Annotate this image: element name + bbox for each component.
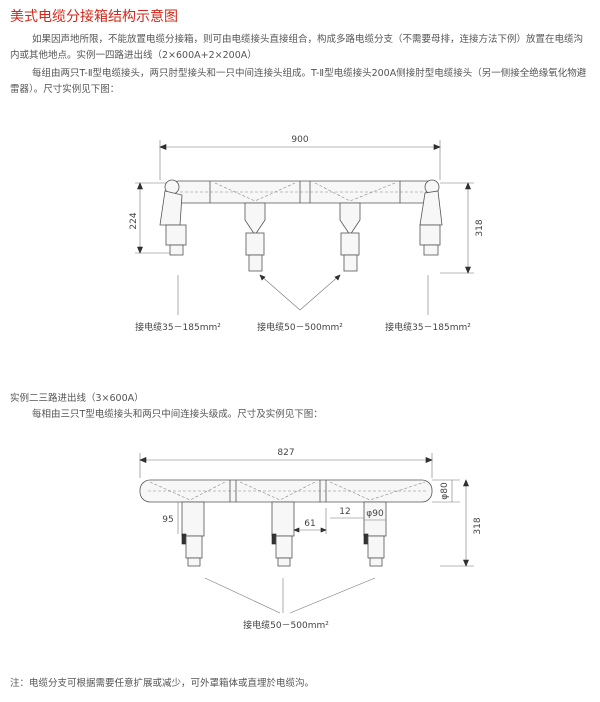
intro-paragraph: 如果因声地所限，不能放置电缆分接箱，则可由电缆接头直接组合，构成多路电缆分支（不…	[10, 32, 592, 64]
example1-paragraph: 每组由两只T-Ⅱ型电缆接头，两只肘型接头和一只中间连接头组成。T-Ⅱ型电缆接头2…	[10, 66, 592, 98]
dim-width-900: 900	[291, 135, 308, 145]
footnote: 注：电缆分支可根据需要任意扩展或减少，可外罩箱体或直埋於电缆沟。	[10, 678, 315, 689]
dim-phi80: φ80	[440, 482, 450, 500]
example2-paragraph-text: 每相由三只T型电缆接头和两只中间连接头级成。尺寸及实例见下图：	[32, 409, 323, 420]
intro-paragraph-text: 如果因声地所限，不能放置电缆分接箱，则可由电缆接头直接组合，构成多路电缆分支（不…	[10, 34, 584, 61]
dim-95: 95	[162, 515, 173, 525]
page-title: 美式电缆分接箱结构示意图	[10, 9, 178, 25]
label-cable-left: 接电缆35－185mm²	[135, 321, 221, 333]
dim-height-318: 318	[475, 219, 485, 236]
example1-paragraph-text: 每组由两只T-Ⅱ型电缆接头，两只肘型接头和一只中间连接头组成。T-Ⅱ型电缆接头2…	[10, 68, 587, 95]
diagram-four-way: 900 224 318 接电缆35－185mm² 接电缆50－500mm² 接电…	[129, 135, 485, 333]
dim-height-224: 224	[129, 212, 139, 229]
diagram-three-way: 827 φ80 318 95 61 12 φ90 接电缆50－500	[139, 448, 483, 631]
label-cable-center: 接电缆50－500mm²	[257, 321, 343, 333]
label-cable-right: 接电缆35－185mm²	[385, 321, 471, 333]
example2-heading: 实例二三路进出线（3×600A）	[10, 393, 144, 404]
dim-height-318b: 318	[473, 517, 483, 534]
dim-61: 61	[304, 519, 315, 529]
label-cable-bottom: 接电缆50－500mm²	[243, 619, 329, 631]
dim-width-827: 827	[277, 448, 294, 458]
dim-12: 12	[339, 507, 350, 517]
example2-paragraph: 每相由三只T型电缆接头和两只中间连接头级成。尺寸及实例见下图：	[10, 407, 592, 423]
dim-phi90: φ90	[366, 509, 384, 519]
